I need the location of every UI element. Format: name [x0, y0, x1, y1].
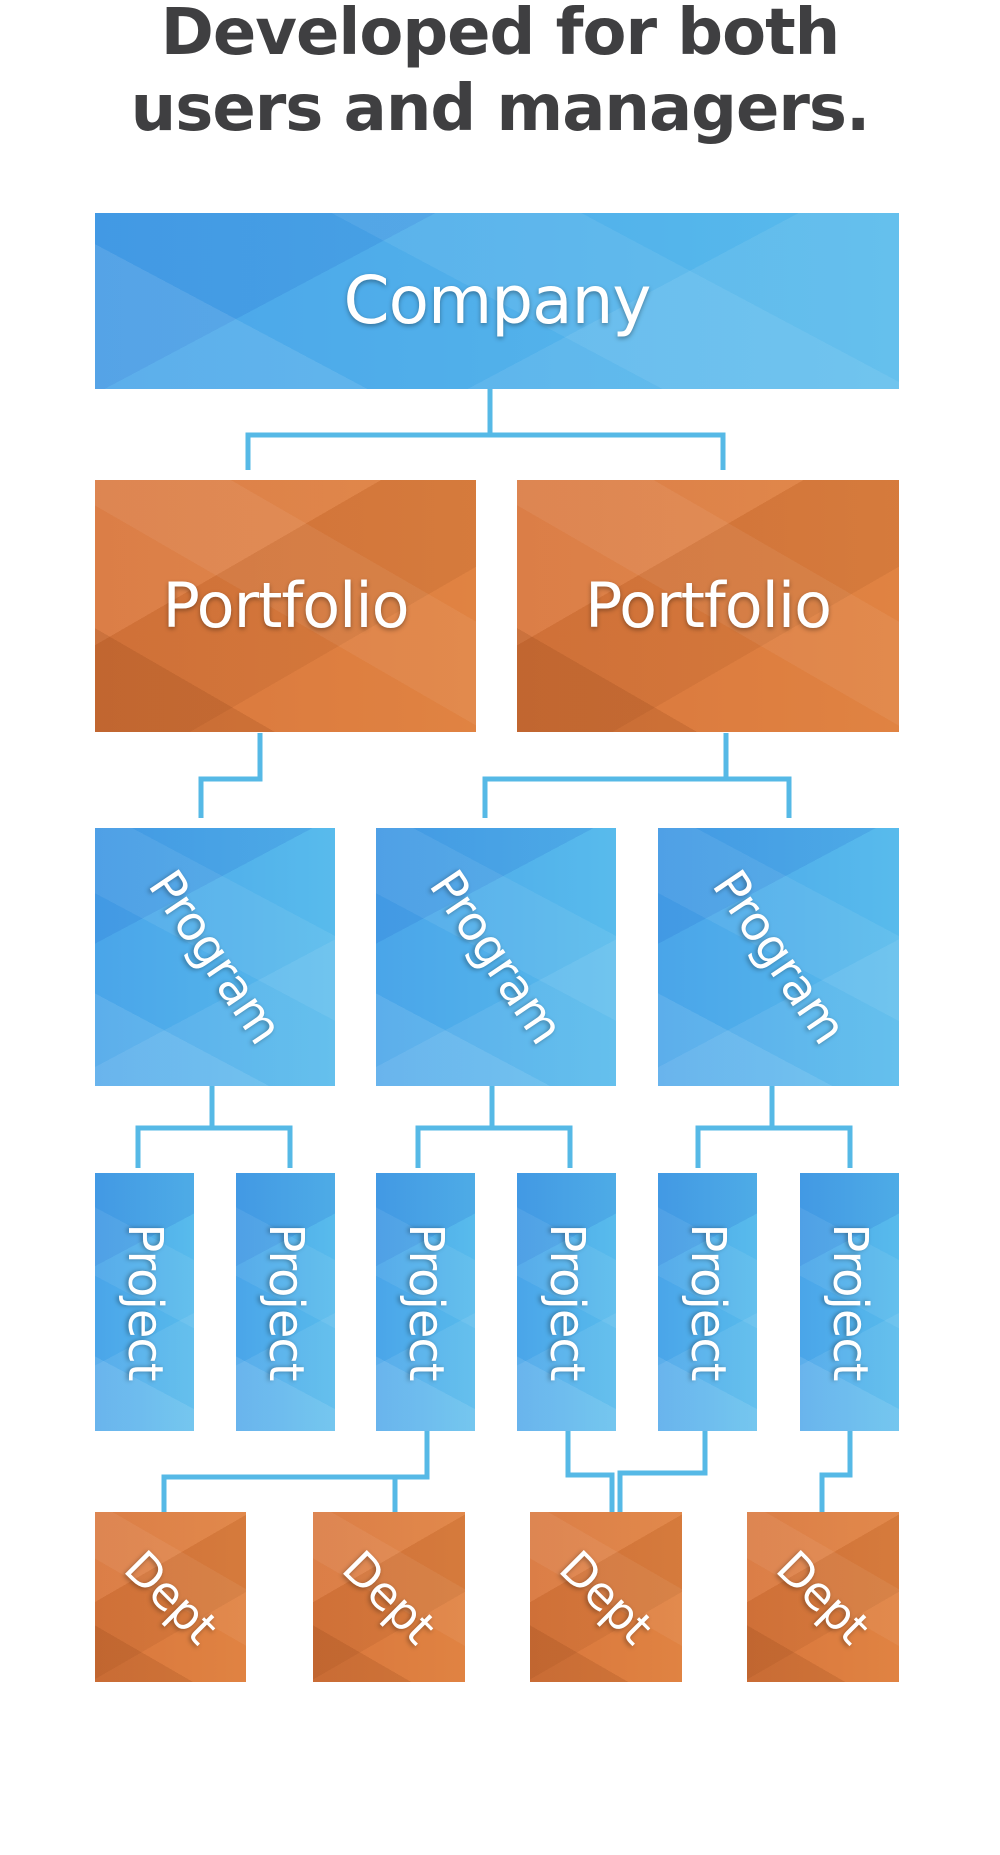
portfolio-node-2: Portfolio — [517, 480, 899, 732]
program-node-3: Program — [658, 828, 899, 1086]
project-label: Project — [397, 1223, 454, 1381]
headline-line-2: users and managers. — [130, 72, 871, 146]
company-node: Company — [95, 213, 899, 389]
portfolio-node-1: Portfolio — [95, 480, 476, 732]
project-node-2: Project — [236, 1173, 335, 1431]
project-node-1: Project — [95, 1173, 194, 1431]
connector-project6-dept4 — [819, 1429, 853, 1512]
project-node-6: Project — [800, 1173, 899, 1431]
headline-line-1: Developed for both — [160, 0, 840, 70]
company-label: Company — [343, 262, 652, 339]
portfolio-label: Portfolio — [584, 569, 832, 642]
program-label: Program — [137, 860, 293, 1054]
connector-project5-dept3 — [617, 1429, 708, 1512]
connector-program3-projects — [695, 1083, 853, 1168]
program-label: Program — [418, 860, 574, 1054]
dept-node-2: Dept — [313, 1512, 465, 1682]
connector-program1-projects — [135, 1083, 293, 1168]
dept-label: Dept — [113, 1540, 228, 1654]
connector-project4-dept3 — [565, 1429, 615, 1512]
program-label: Program — [700, 860, 857, 1054]
project-node-5: Project — [658, 1173, 757, 1431]
project-label: Project — [679, 1223, 736, 1381]
connector-project3-depts — [161, 1429, 430, 1512]
portfolio-label: Portfolio — [162, 569, 409, 642]
dept-node-4: Dept — [747, 1512, 899, 1682]
connector-company-portfolios — [245, 386, 726, 470]
connector-portfolio2-programs — [482, 733, 792, 818]
program-node-1: Program — [95, 828, 335, 1086]
project-node-3: Project — [376, 1173, 475, 1431]
dept-label: Dept — [332, 1540, 446, 1654]
dept-node-3: Dept — [530, 1512, 682, 1682]
dept-node-1: Dept — [95, 1512, 246, 1682]
connector-portfolio1-program1 — [198, 733, 263, 818]
program-node-2: Program — [376, 828, 616, 1086]
connector-program2-projects — [415, 1083, 573, 1168]
project-label: Project — [538, 1223, 595, 1381]
dept-label: Dept — [549, 1540, 663, 1654]
project-label: Project — [257, 1223, 314, 1381]
project-node-4: Project — [517, 1173, 616, 1431]
project-label: Project — [116, 1223, 173, 1381]
dept-label: Dept — [766, 1540, 880, 1654]
project-label: Project — [821, 1223, 878, 1381]
